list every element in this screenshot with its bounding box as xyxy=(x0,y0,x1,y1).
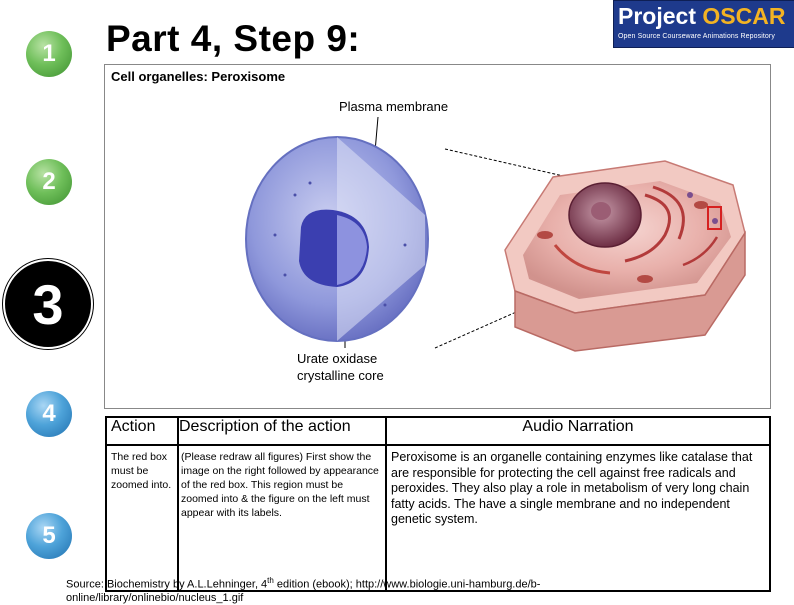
source-prefix: Source: Biochemistry by A.L.Lehninger, 4 xyxy=(66,578,268,591)
figure-title: Cell organelles: Peroxisome xyxy=(111,69,286,84)
step-3-label: 3 xyxy=(32,272,64,336)
table-row: The red box must be zoomed into. (Please… xyxy=(105,444,771,592)
label-crystalline-core: crystalline core xyxy=(297,368,384,383)
animal-cell-drawing xyxy=(504,160,746,352)
source-line-2: online/library/onlinebio/nucleus_1.gif xyxy=(66,591,244,604)
step-5-label: 5 xyxy=(42,522,56,549)
source-superscript: th xyxy=(267,576,274,585)
cell-action: The red box must be zoomed into. xyxy=(105,444,179,592)
project-oscar-logo: Project OSCAR Open Source Courseware Ani… xyxy=(613,0,794,48)
page-title: Part 4, Step 9: xyxy=(106,18,361,59)
step-2-circle: 2 xyxy=(26,159,72,205)
step-1-label: 1 xyxy=(42,40,56,67)
figure-illustration xyxy=(245,116,746,352)
header-action: Action xyxy=(105,416,179,446)
logo-wordmark: Project OSCAR xyxy=(618,3,785,30)
step-5-circle: 5 xyxy=(26,513,72,559)
label-plasma-membrane: Plasma membrane xyxy=(339,99,449,114)
label-urate-oxidase: Urate oxidase xyxy=(297,351,378,366)
table-header-row: Action Description of the action Audio N… xyxy=(105,416,771,446)
storyboard-table: Action Description of the action Audio N… xyxy=(105,416,771,592)
cell-audio-narration: Peroxisome is an organelle containing en… xyxy=(385,444,771,592)
logo-word-project: Project xyxy=(618,3,696,29)
figure-panel: Cell organelles: Peroxisome Plasma membr… xyxy=(104,64,771,409)
cell-description: (Please redraw all figures) First show t… xyxy=(177,444,387,592)
header-audio-narration: Audio Narration xyxy=(385,416,771,446)
step-3-circle: 3 xyxy=(3,259,93,349)
step-2-label: 2 xyxy=(42,168,56,195)
source-rest: edition (ebook); http://www.biologie.uni… xyxy=(273,578,541,591)
source-citation: Source: Biochemistry by A.L.Lehninger, 4… xyxy=(66,574,540,605)
header-description: Description of the action xyxy=(177,416,387,446)
step-1-circle: 1 xyxy=(26,31,72,77)
step-4-label: 4 xyxy=(42,400,56,427)
peroxisome-drawing xyxy=(245,136,429,342)
step-4-circle: 4 xyxy=(26,391,72,437)
logo-subtitle: Open Source Courseware Animations Reposi… xyxy=(618,33,775,40)
logo-word-oscar: OSCAR xyxy=(702,3,786,29)
red-zoom-box xyxy=(707,206,722,230)
